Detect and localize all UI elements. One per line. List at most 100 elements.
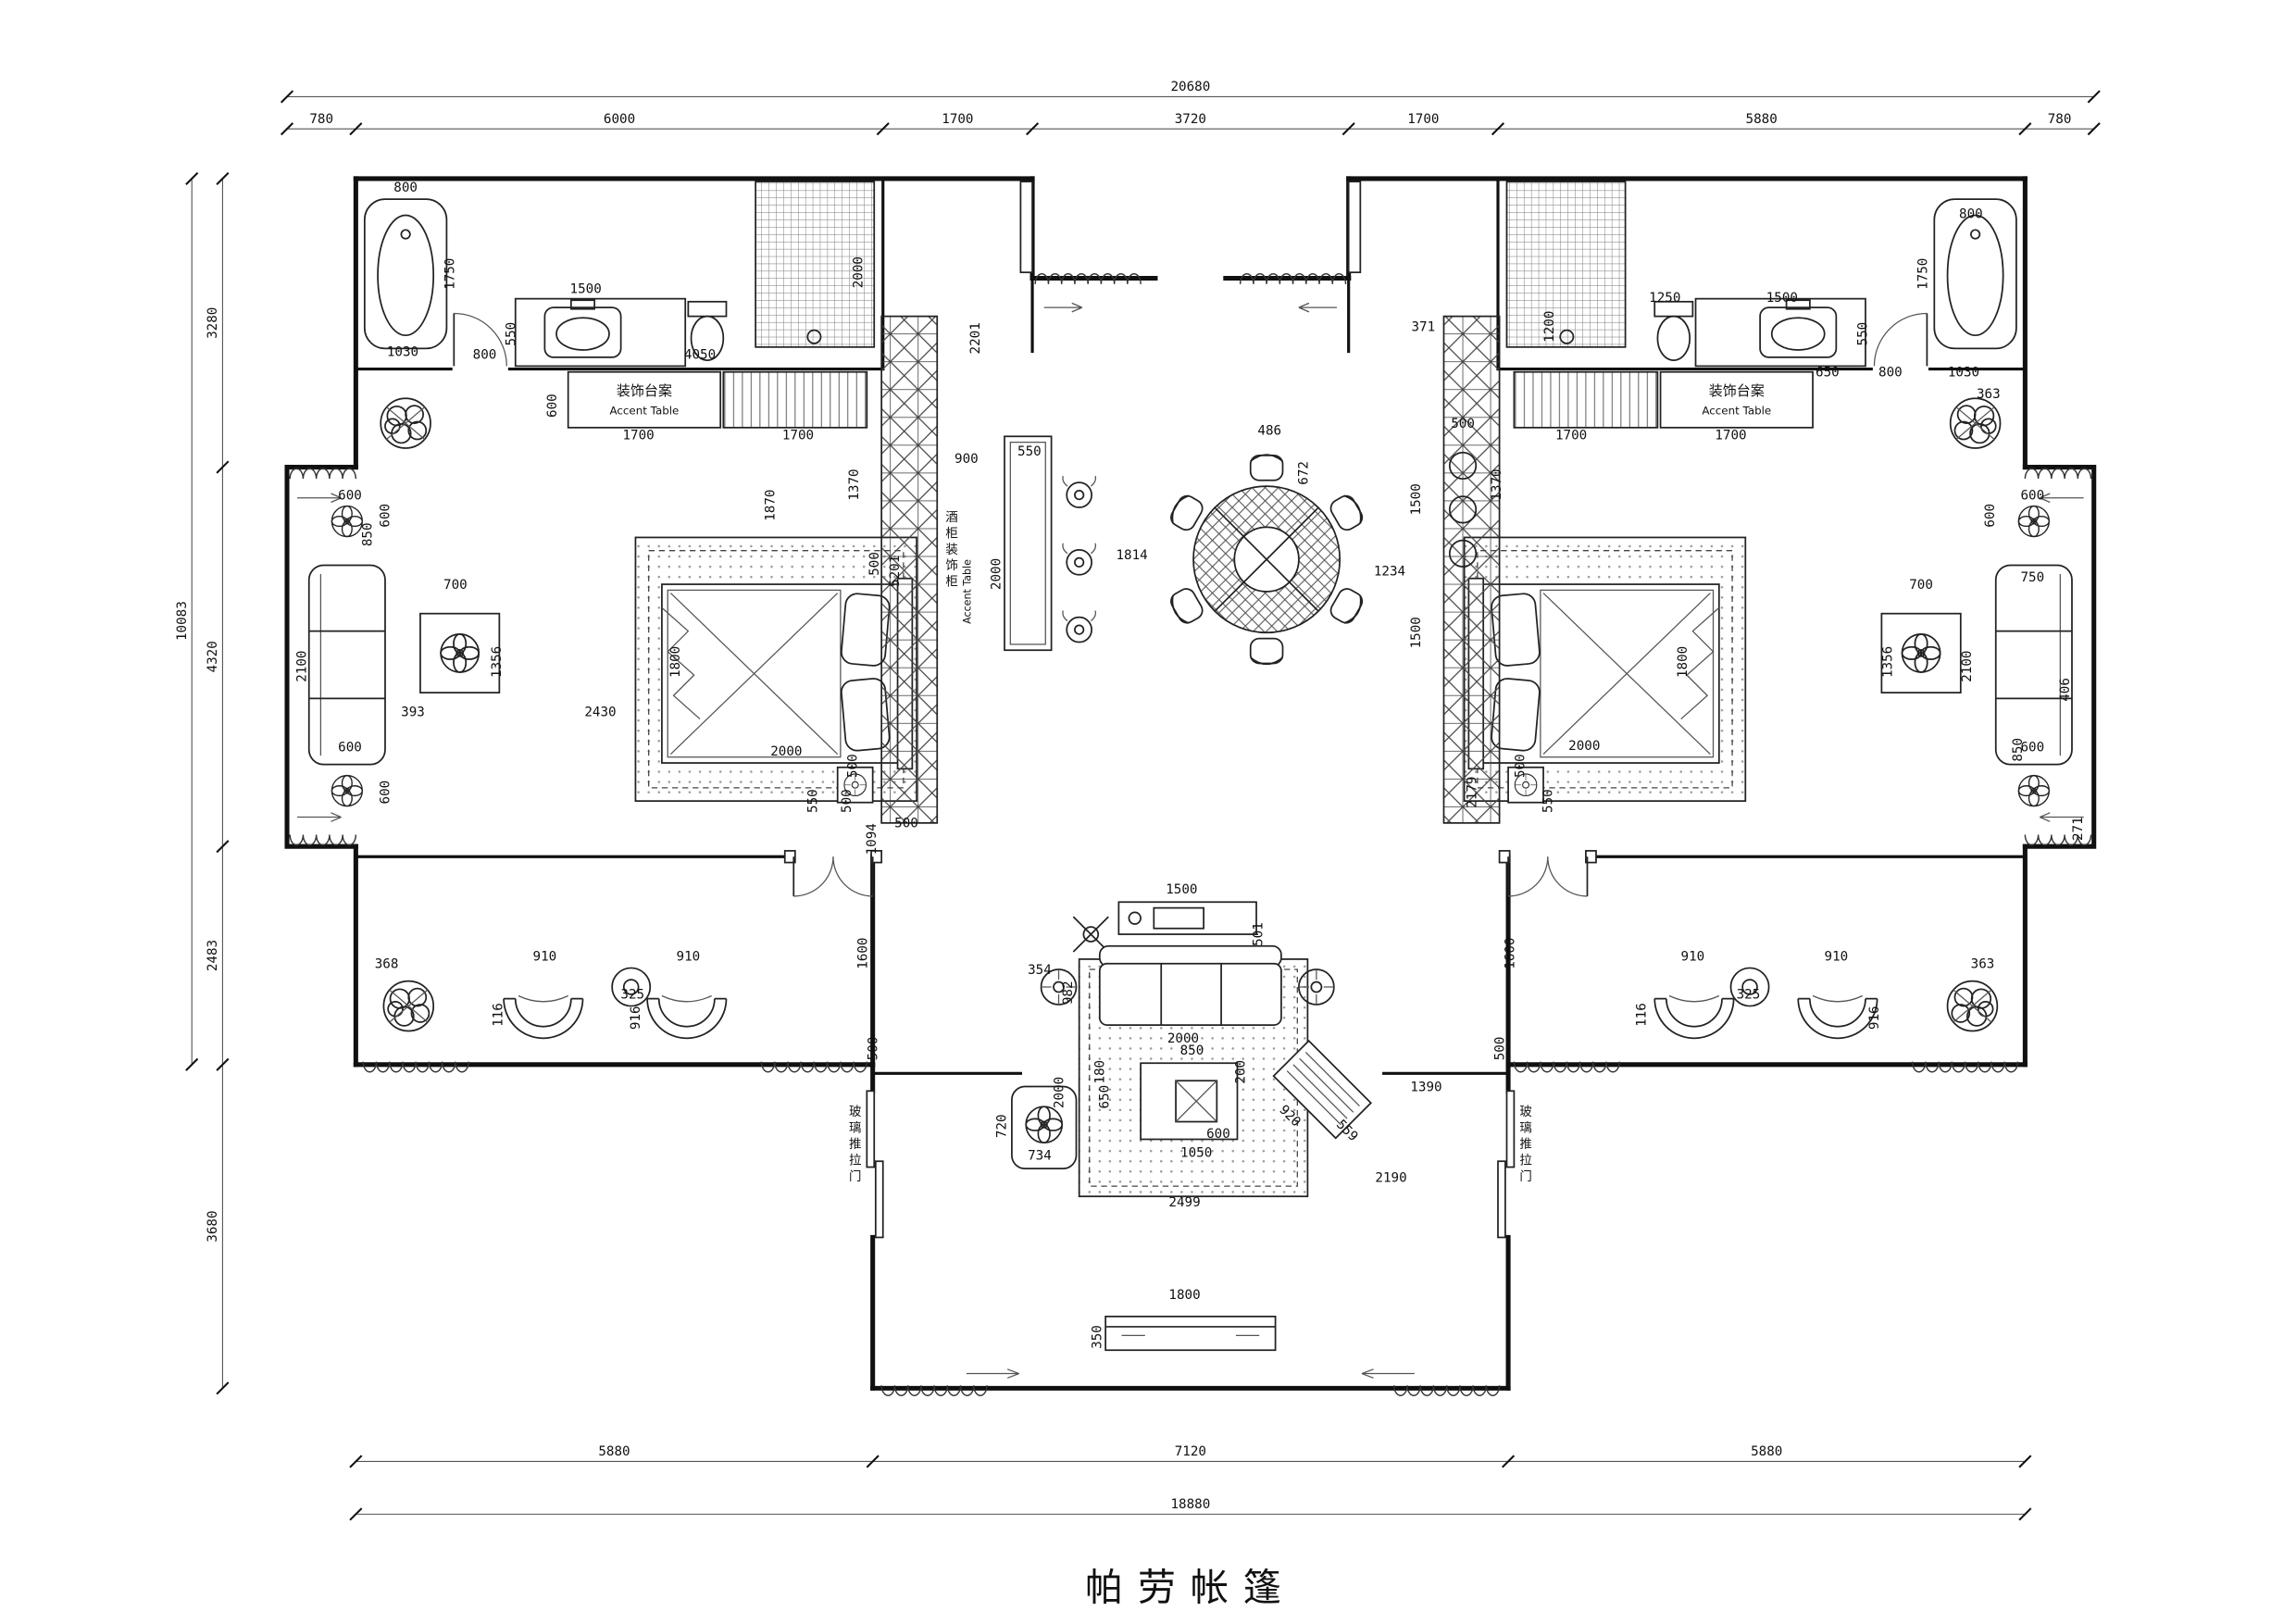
dim-label: 1094 — [865, 823, 880, 855]
slatted-cabinet — [722, 370, 868, 429]
dim-label: 1750 — [443, 258, 457, 290]
dining-chair — [1249, 637, 1284, 666]
left-suite — [284, 176, 1035, 1073]
bar-shelf — [1448, 451, 1478, 568]
dim-label: 2499 — [1168, 1195, 1200, 1210]
tub-chair — [503, 994, 584, 1040]
dim-label: 3680 — [206, 1210, 220, 1242]
accent-table-cabinet — [567, 370, 722, 429]
dim-label: 1500 — [1766, 291, 1798, 306]
round-side-table — [611, 967, 652, 1007]
floor-lamp — [1072, 916, 1109, 953]
dim-label: 600 — [379, 504, 393, 528]
dim-label: 600 — [338, 488, 362, 503]
dim-label: 500 — [845, 754, 860, 778]
dim-label: 2000 — [852, 256, 867, 288]
dim-tick — [349, 1507, 363, 1521]
dim-label: 916 — [629, 1006, 643, 1030]
dim-label: 363 — [1971, 956, 1995, 971]
dim-label: 2000 — [1167, 1031, 1199, 1046]
wine-cabinet-label-cn: 酒柜装饰柜 — [945, 510, 957, 590]
dim-label: 2000 — [1568, 739, 1600, 754]
dim-tick — [1025, 122, 1040, 136]
dim-label: 363 — [1977, 387, 2001, 402]
dim-label: 501 — [1251, 922, 1266, 946]
dim-label: 1700 — [1715, 428, 1746, 443]
dim-tick — [216, 840, 230, 854]
dim-tick — [2018, 122, 2032, 136]
stool-fan-icon — [331, 505, 364, 538]
tub-chair — [646, 994, 728, 1040]
dim-label: 393 — [401, 705, 425, 719]
dim-label: 500 — [1492, 1037, 1507, 1061]
dim-label: 500 — [867, 552, 882, 576]
dim-label: 1750 — [1915, 258, 1930, 290]
shower — [755, 181, 876, 348]
sofa-console — [1117, 901, 1257, 935]
dim-tick — [349, 1455, 363, 1468]
dim-label: 800 — [473, 347, 497, 362]
vase-icon — [1062, 542, 1097, 576]
dim-label: 600 — [1983, 504, 1998, 528]
dim-label: 2100 — [295, 651, 310, 682]
entry-stub-walls — [1030, 276, 1351, 354]
dim-tick — [185, 1057, 199, 1071]
curtain-arrow-icon — [297, 812, 342, 822]
side-table-square — [419, 612, 501, 693]
dim-label: 1250 — [1649, 291, 1680, 306]
dim-label: 500 — [1513, 754, 1528, 778]
double-door — [783, 850, 883, 897]
dim-label: 2430 — [584, 705, 616, 719]
dim-label: 550 — [1017, 444, 1042, 459]
dim-label: 2000 — [989, 558, 1004, 590]
dim-label: 1200 — [1542, 311, 1557, 343]
coffee-table — [1140, 1062, 1239, 1141]
right-suite — [1349, 179, 2094, 1072]
plan-labels: 装饰台案 Accent Table 装饰台案 Accent Table 酒柜装饰… — [609, 382, 1771, 1610]
dim-label: 910 — [1825, 950, 1849, 965]
dim-label: 5201 — [888, 556, 903, 587]
dim-label: 1356 — [490, 646, 505, 678]
dim-label: 1030 — [1948, 365, 1979, 380]
dim-label: 5880 — [1751, 1444, 1782, 1459]
dim-label: 2100 — [1960, 651, 1975, 682]
dim-tick — [2087, 122, 2101, 136]
dim-label: 1030 — [387, 344, 418, 359]
dim-label: 1370 — [1490, 468, 1504, 500]
dim-label: 2000 — [1052, 1077, 1067, 1108]
dim-label: 325 — [620, 988, 644, 1003]
dim-label: 650 — [1097, 1085, 1112, 1109]
dim-label: 600 — [1206, 1127, 1230, 1142]
dim-label: 734 — [1028, 1149, 1052, 1164]
dim-label: 180 — [1093, 1060, 1108, 1084]
dim-tick — [1341, 122, 1355, 136]
dim-label: 550 — [505, 322, 519, 346]
dim-label: 550 — [806, 789, 821, 813]
dim-label: 4320 — [206, 641, 220, 672]
dim-label: 500 — [1451, 417, 1475, 431]
accent-table-label-cn: 装饰台案 — [617, 382, 672, 399]
dim-label: 910 — [533, 950, 557, 965]
dim-label: 1500 — [1409, 617, 1424, 648]
dim-label: 1500 — [1409, 483, 1424, 515]
curtain-arrow-icon — [1043, 302, 1083, 313]
glass-sliding-door-left[interactable] — [866, 1090, 884, 1239]
deck-bench — [1104, 1315, 1277, 1352]
dim-label: 406 — [2058, 678, 2073, 702]
tv-console — [1272, 1039, 1373, 1140]
dim-label: 500 — [866, 1037, 880, 1061]
dim-label: 850 — [1180, 1043, 1204, 1058]
curtain-icon — [289, 468, 357, 480]
entry-side-walls — [1029, 176, 1352, 281]
curtain-arrow-icon — [297, 493, 342, 504]
glass-sliding-door-right[interactable] — [1497, 1090, 1516, 1239]
bay-sofa — [307, 564, 386, 766]
entry-column — [1019, 181, 1033, 274]
dim-tick — [280, 122, 294, 136]
dim-tick — [866, 1455, 880, 1468]
dim-label: 271 — [2071, 817, 2086, 841]
dim-label: 910 — [1681, 950, 1705, 965]
bathtub — [363, 198, 448, 350]
